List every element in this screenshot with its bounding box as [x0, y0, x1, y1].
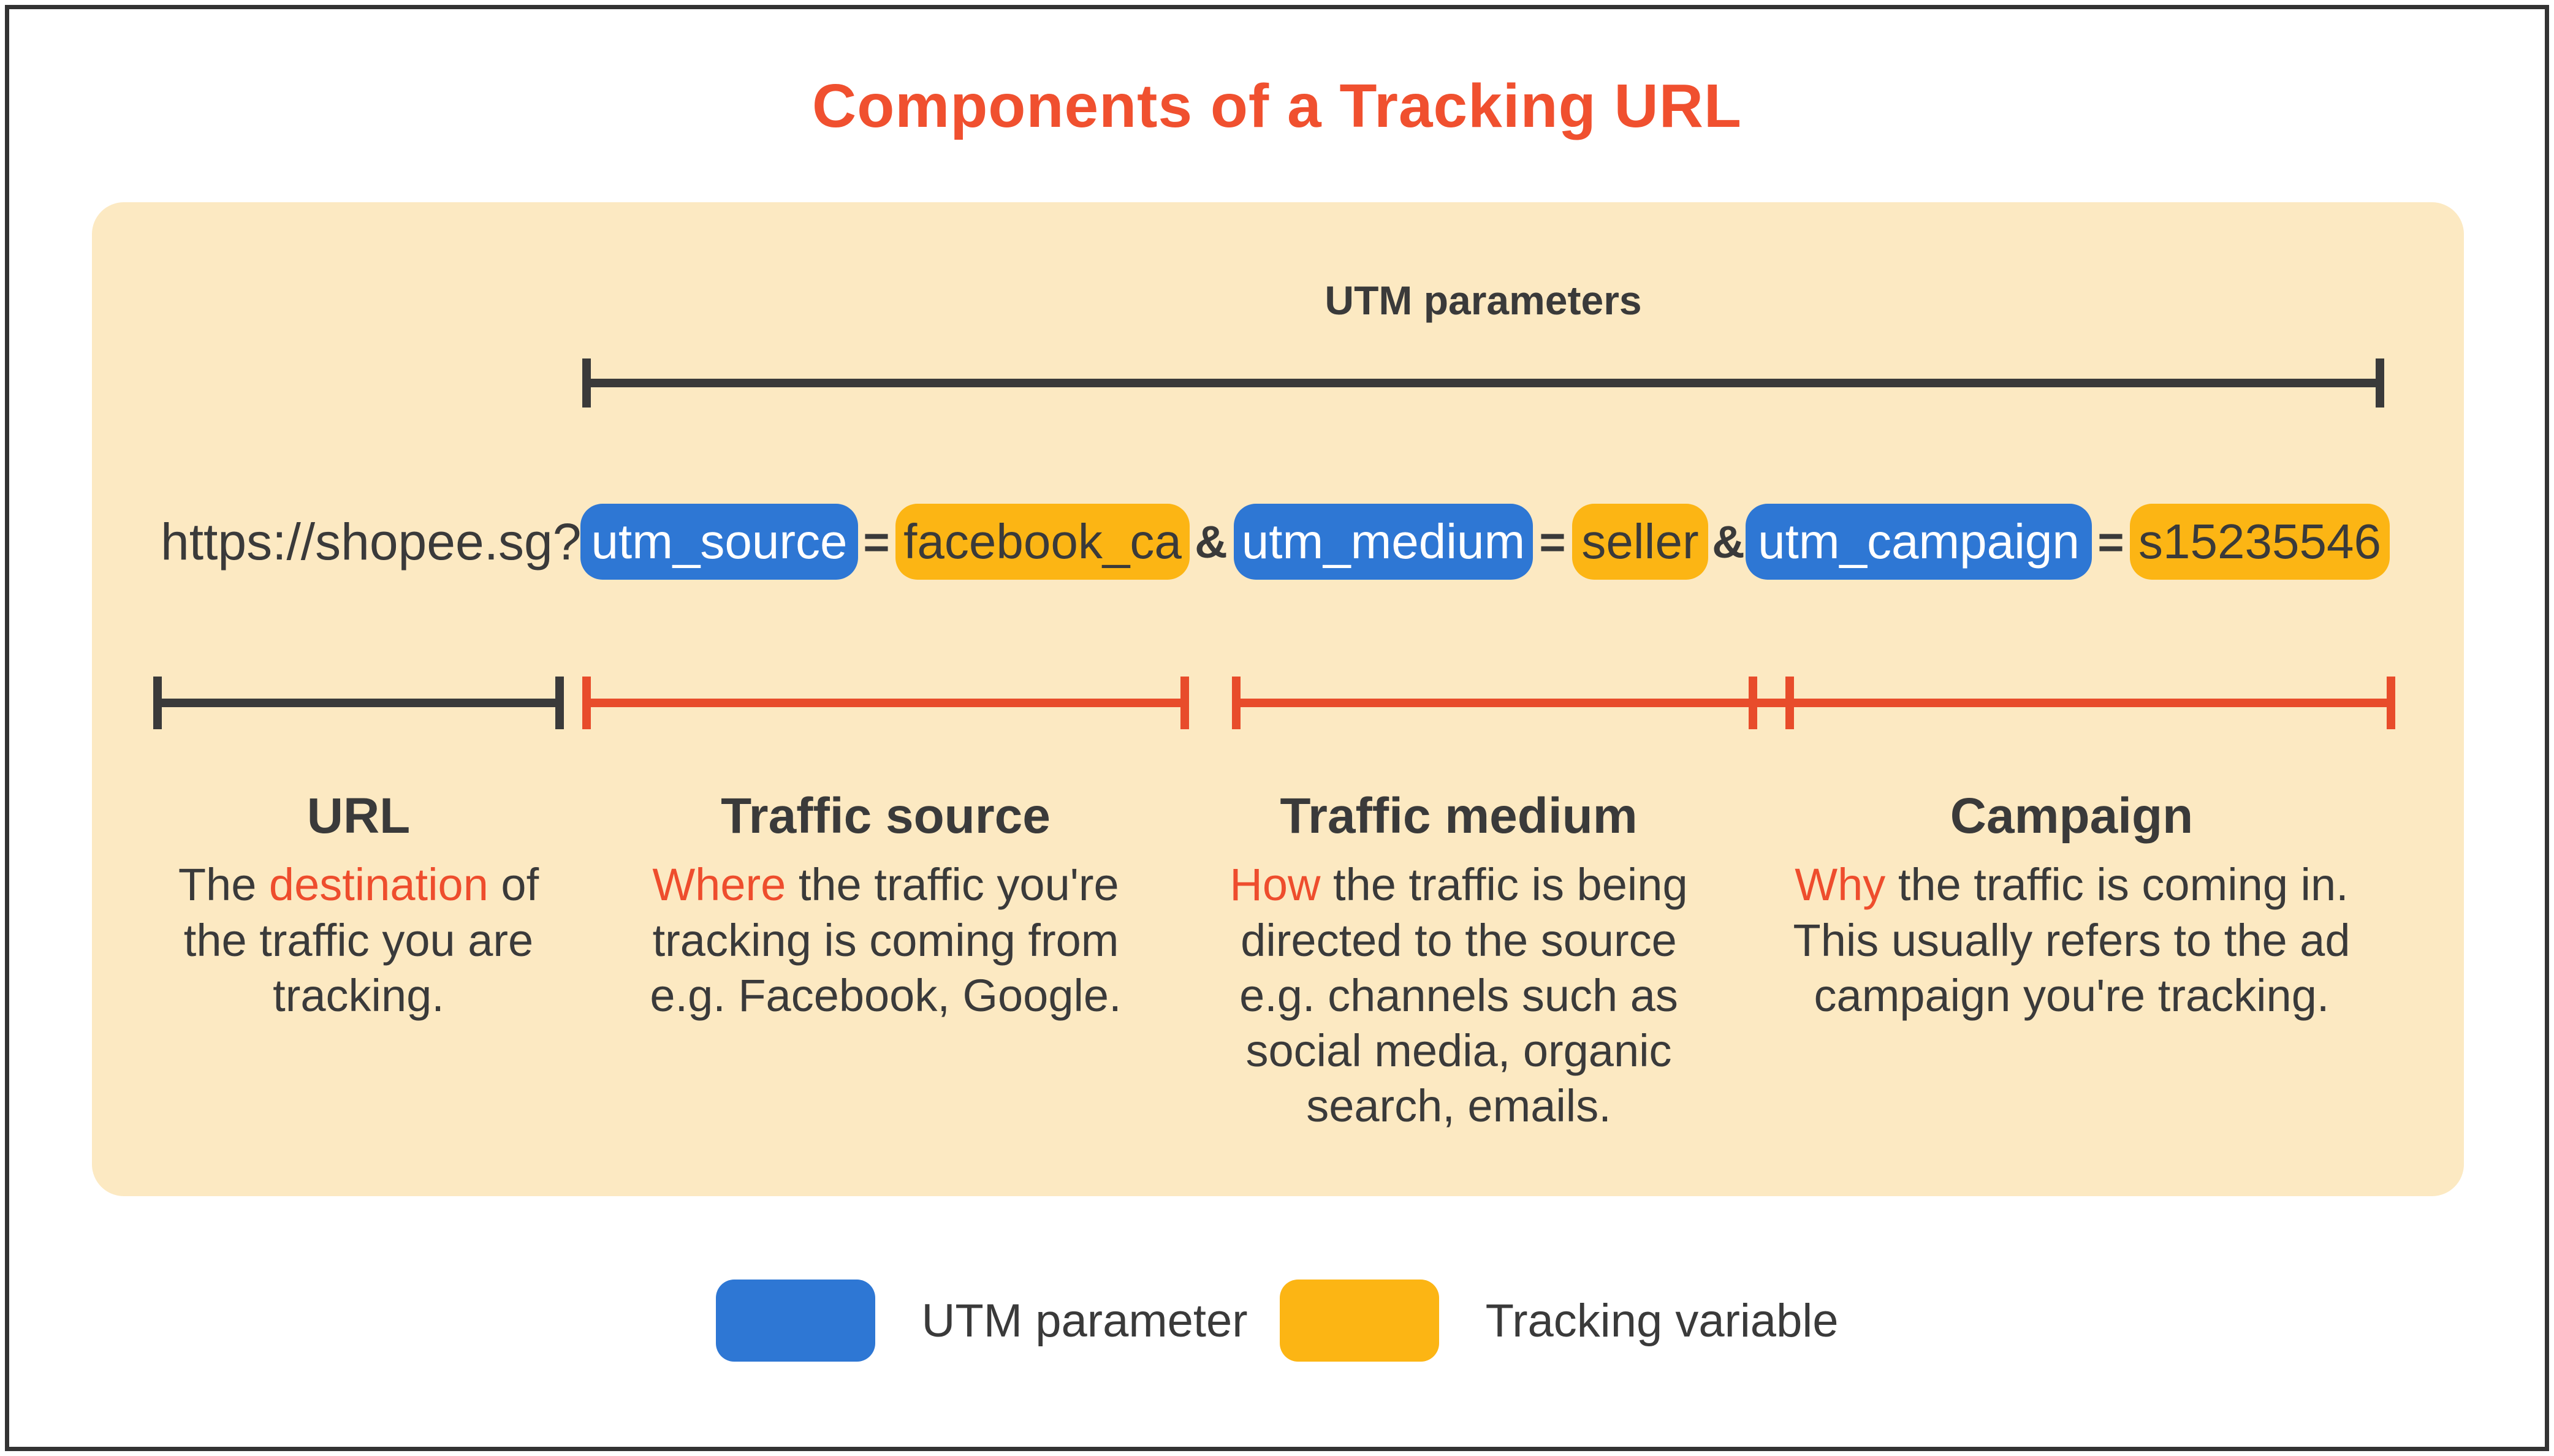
- column-traffic-medium-heading: Traffic medium: [1280, 788, 1638, 844]
- highlight-word: destination: [268, 859, 488, 911]
- description-text: the traffic is being directed to the sou…: [1239, 859, 1688, 1132]
- legend-item-utm-parameter: UTM parameter: [715, 1280, 1248, 1362]
- utm-campaign-param-box: utm_campaign: [1746, 504, 2092, 580]
- legend: UTM parameter Tracking variable: [0, 1280, 2554, 1362]
- ampersand: &: [1195, 516, 1228, 567]
- legend-item-tracking-variable: Tracking variable: [1279, 1280, 1839, 1362]
- utm-parameter-swatch: [715, 1280, 875, 1362]
- column-campaign-description: Why the traffic is coming in. This usual…: [1735, 857, 2409, 1023]
- column-traffic-source-description: Where the traffic you're tracking is com…: [582, 857, 1189, 1023]
- utm-campaign-value-box: s15235546: [2130, 504, 2390, 580]
- highlight-word: How: [1229, 859, 1321, 911]
- description-text: the traffic you're tracking is coming fr…: [650, 859, 1122, 1021]
- page-title: Components of a Tracking URL: [811, 72, 1742, 140]
- description-text: The: [178, 859, 269, 911]
- column-campaign-heading: Campaign: [1950, 788, 2194, 844]
- legend-label-utm-parameter: UTM parameter: [921, 1294, 1248, 1347]
- column-url-heading: URL: [306, 788, 411, 844]
- equals-sign: =: [2097, 516, 2124, 567]
- utm-source-param-box: utm_source: [580, 504, 858, 580]
- column-url-description: The destination of the traffic you are t…: [123, 857, 595, 1023]
- campaign-segment-bracket: [1749, 677, 2395, 729]
- ampersand: &: [1712, 516, 1745, 567]
- column-traffic-source: Traffic source Where the traffic you're …: [582, 787, 1189, 1023]
- tracking-variable-swatch: [1279, 1280, 1439, 1362]
- highlight-word: Why: [1795, 859, 1886, 911]
- utm-source-value-box: facebook_ca: [895, 504, 1190, 580]
- url-segment-bracket: [153, 677, 564, 729]
- utm-parameters-label: UTM parameters: [1325, 278, 1642, 323]
- description-text: of the traffic you are tracking.: [183, 859, 539, 1021]
- column-traffic-medium-description: How the traffic is being directed to the…: [1189, 857, 1728, 1134]
- diagram-panel: UTM parameters https://shopee.sg? utm_so…: [92, 202, 2464, 1196]
- legend-label-tracking-variable: Tracking variable: [1485, 1294, 1839, 1347]
- column-traffic-source-heading: Traffic source: [721, 788, 1051, 844]
- traffic-medium-segment-bracket: [1232, 677, 1794, 729]
- column-campaign: Campaign Why the traffic is coming in. T…: [1735, 787, 2409, 1023]
- description-text: the traffic is coming in. This usually r…: [1793, 859, 2351, 1021]
- utm-medium-value-box: seller: [1572, 504, 1708, 580]
- utm-parameters-bracket: [582, 358, 2384, 408]
- column-traffic-medium: Traffic medium How the traffic is being …: [1189, 787, 1728, 1134]
- utm-medium-param-box: utm_medium: [1234, 504, 1533, 580]
- url-prefix-text: https://shopee.sg?: [161, 512, 582, 571]
- traffic-source-segment-bracket: [582, 677, 1189, 729]
- highlight-word: Where: [652, 859, 786, 911]
- equals-sign: =: [1539, 516, 1566, 567]
- equals-sign: =: [863, 516, 890, 567]
- column-url: URL The destination of the traffic you a…: [123, 787, 595, 1023]
